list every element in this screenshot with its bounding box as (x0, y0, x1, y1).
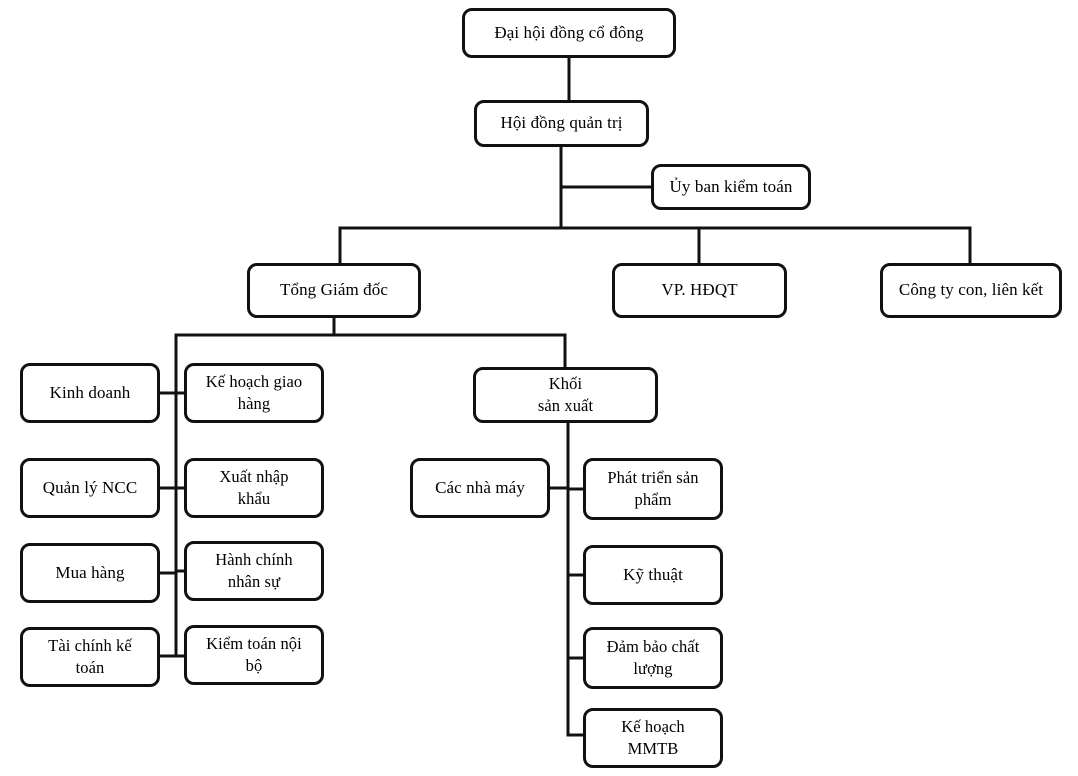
node-label: VP. HĐQT (661, 280, 738, 300)
node-label: Ủy ban kiểm toán (669, 176, 793, 196)
node-label: Kế hoạch MMTB (621, 717, 685, 758)
node-label: Tổng Giám đốc (280, 280, 388, 300)
node-dam-bao-chat-luong[interactable]: Đảm bảo chất lượng (583, 627, 723, 689)
node-label: Phát triển sản phẩm (607, 468, 699, 509)
node-label: Hội đồng quản trị (500, 113, 623, 133)
node-label: Tài chính kế toán (48, 636, 132, 677)
node-khoi-san-xuat[interactable]: Khối sản xuất (473, 367, 658, 423)
node-hoi-dong-quan-tri[interactable]: Hội đồng quản trị (474, 100, 649, 147)
node-label: Đảm bảo chất lượng (606, 637, 700, 678)
node-cac-nha-may[interactable]: Các nhà máy (410, 458, 550, 518)
node-mua-hang[interactable]: Mua hàng (20, 543, 160, 603)
node-xuat-nhap-khau[interactable]: Xuất nhập khẩu (184, 458, 324, 518)
node-tong-giam-doc[interactable]: Tổng Giám đốc (247, 263, 421, 318)
node-label: Mua hàng (55, 562, 125, 582)
node-label: Kỹ thuật (623, 564, 683, 584)
node-quan-ly-ncc[interactable]: Quản lý NCC (20, 458, 160, 518)
node-kiem-toan-noi-bo[interactable]: Kiểm toán nội bộ (184, 625, 324, 685)
node-label: Xuất nhập khẩu (219, 467, 289, 508)
node-vp-hdqt[interactable]: VP. HĐQT (612, 263, 787, 318)
node-tai-chinh-ke-toan[interactable]: Tài chính kế toán (20, 627, 160, 687)
node-label: Công ty con, liên kết (898, 280, 1044, 300)
node-uy-ban-kiem-toan[interactable]: Ủy ban kiểm toán (651, 164, 811, 210)
node-ke-hoach-giao-hang[interactable]: Kế hoạch giao hàng (184, 363, 324, 423)
node-label: Kiểm toán nội bộ (206, 634, 302, 675)
node-phat-trien-san-pham[interactable]: Phát triển sản phẩm (583, 458, 723, 520)
node-label: Các nhà máy (435, 477, 525, 497)
node-hanh-chinh-nhan-su[interactable]: Hành chính nhân sự (184, 541, 324, 601)
node-label: Kế hoạch giao hàng (205, 372, 303, 413)
node-label: Kinh doanh (49, 382, 131, 402)
node-label: Khối sản xuất (537, 374, 594, 415)
node-label: Quản lý NCC (42, 477, 138, 497)
node-dai-hoi-dong-co-dong[interactable]: Đại hội đồng cổ đông (462, 8, 676, 58)
node-cong-ty-con-lien-ket[interactable]: Công ty con, liên kết (880, 263, 1062, 318)
node-label: Hành chính nhân sự (215, 550, 293, 591)
node-ky-thuat[interactable]: Kỹ thuật (583, 545, 723, 605)
node-kinh-doanh[interactable]: Kinh doanh (20, 363, 160, 423)
node-label: Đại hội đồng cổ đông (494, 22, 644, 42)
node-ke-hoach-mmtb[interactable]: Kế hoạch MMTB (583, 708, 723, 768)
